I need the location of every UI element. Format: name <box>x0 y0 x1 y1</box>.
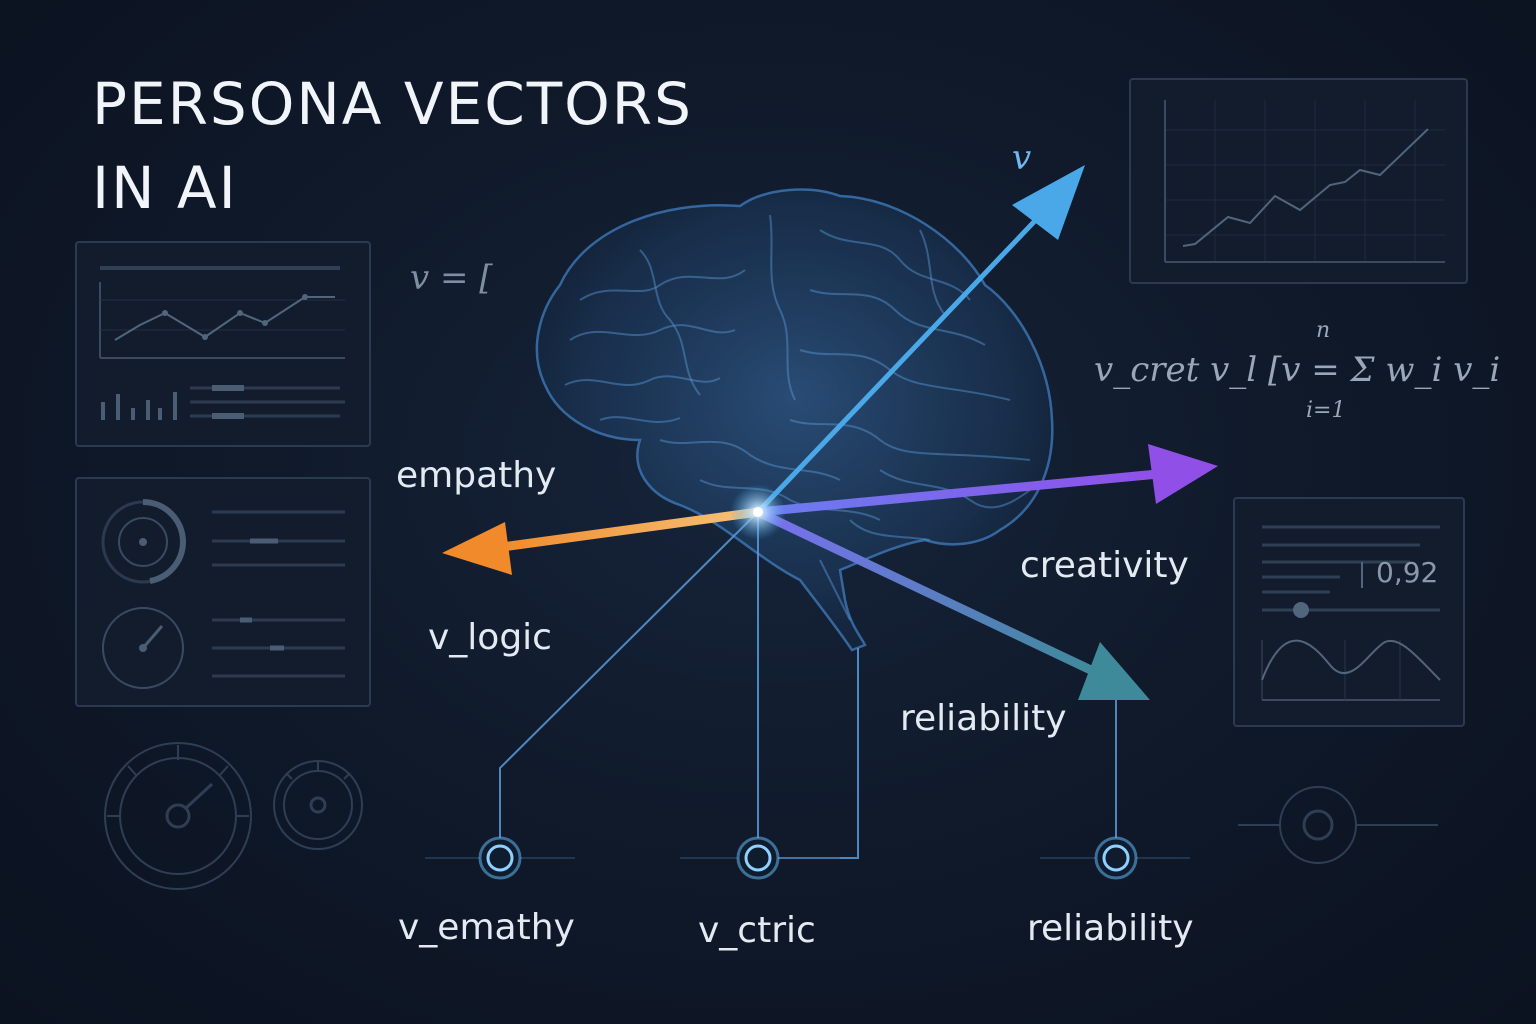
dial-gauge-icon <box>102 607 184 689</box>
speed-gauge-icon <box>104 742 252 890</box>
bottom-node-label-3: reliability <box>1027 908 1194 949</box>
right-line-chart-panel <box>1129 78 1468 284</box>
right-readout-panel <box>1233 497 1465 727</box>
left-formula: v = [ <box>410 258 493 298</box>
bottom-node-label-2: v_ctric <box>698 910 816 951</box>
reliability-vector-arrow <box>756 507 1150 700</box>
top-vector-arrow <box>756 165 1085 514</box>
right-formula: v_cret v_l [v = Σ w_i v_i <box>1094 350 1501 390</box>
v-logic-label: v_logic <box>428 617 552 658</box>
knob-icon <box>1238 786 1438 864</box>
line-chart-icon <box>114 296 335 341</box>
title-line-2: IN AI <box>92 154 238 222</box>
bottom-node-label-1: v_emathy <box>398 907 575 948</box>
sum-upper-limit: n <box>1316 318 1331 343</box>
small-gauge-icon <box>273 760 363 850</box>
creativity-label: creativity <box>1020 545 1189 586</box>
bottom-node-2 <box>736 836 780 880</box>
slider-icon <box>1262 602 1440 618</box>
ring-gauge-icon <box>101 499 187 584</box>
line-chart-icon <box>1182 128 1429 247</box>
creativity-vector-arrow <box>757 444 1218 517</box>
left-gauge-panel <box>75 477 371 707</box>
top-vector-label: v <box>1012 138 1032 178</box>
page-title: PERSONA VECTORS IN AI <box>92 62 693 230</box>
wave-chart-icon <box>1261 639 1441 681</box>
bottom-node-1 <box>478 836 522 880</box>
panel-readout-value: 0,92 <box>1376 556 1439 589</box>
left-chart-panel <box>75 241 371 447</box>
title-line-1: PERSONA VECTORS <box>92 70 693 138</box>
bottom-node-3 <box>1094 836 1138 880</box>
empathy-label: empathy <box>396 455 557 496</box>
bar-chart-icon <box>101 392 177 420</box>
sum-lower-limit: i=1 <box>1306 398 1346 423</box>
empathy-vector-arrow <box>442 507 759 575</box>
brain-icon <box>535 188 1054 652</box>
reliability-label: reliability <box>900 698 1067 739</box>
